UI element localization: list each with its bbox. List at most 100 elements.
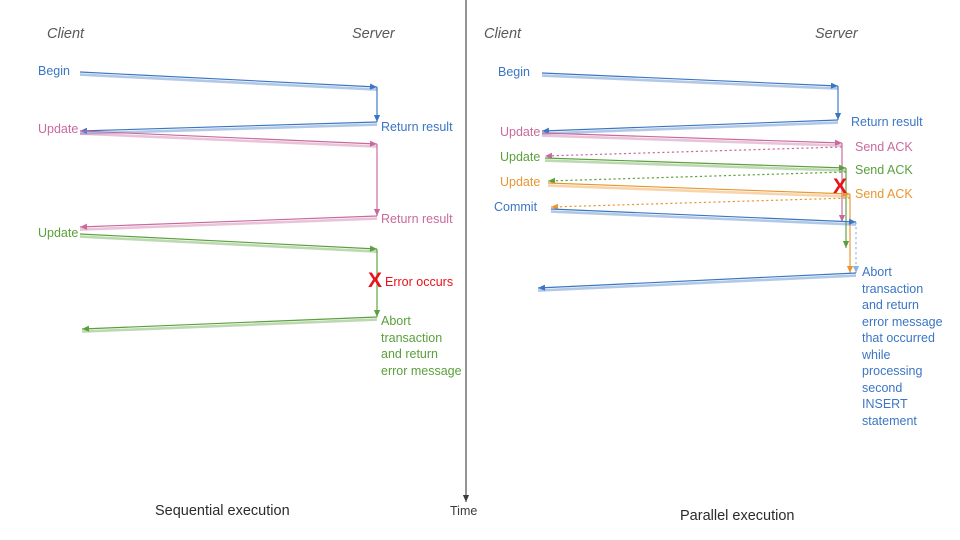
activation-activation-commit [852, 222, 860, 273]
lane-header-parallel-server: Server [815, 26, 858, 42]
message-label-parallel-update-3: Update [500, 175, 541, 189]
message-update-2 [79, 233, 378, 253]
message-return-result-1 [79, 121, 378, 135]
message-line-commit [550, 208, 857, 223]
message-label-parallel-send-ack-1: Send ACK [855, 140, 913, 154]
message-arrowhead-update-1 [369, 140, 377, 147]
activation-activation-update-2 [373, 249, 381, 317]
message-label-parallel-return-result: Return result [851, 115, 923, 129]
message-label-line: second [862, 380, 903, 395]
message-label-line: and return [862, 298, 919, 312]
message-label-sequential-return-result-2: Return result [381, 212, 453, 226]
activation-activation-begin [373, 87, 381, 122]
activation-arrowhead-activation-update-2 [373, 310, 381, 317]
activation-activation-update-1 [838, 143, 846, 222]
message-arrowhead-update-2 [369, 245, 377, 252]
message-halo-update-3 [547, 184, 851, 198]
message-label-line: transaction [381, 330, 443, 345]
message-halo-return-result-1 [79, 123, 378, 135]
activation-activation-update-3 [846, 194, 854, 273]
activation-activation-begin [834, 86, 842, 120]
message-update-1 [79, 130, 378, 148]
message-begin [79, 71, 378, 91]
message-arrowhead-send-ack-2 [548, 177, 556, 184]
message-label-parallel-begin: Begin [498, 65, 530, 79]
message-line-return-result-2 [79, 215, 378, 228]
message-update-1 [541, 132, 843, 147]
message-return-result-2 [79, 215, 378, 231]
message-line-update-2 [79, 233, 378, 250]
message-label-sequential-update-2: Update [38, 226, 79, 240]
message-arrowhead-update-1 [834, 139, 842, 146]
message-halo-abort-return [537, 274, 857, 292]
lane-header-sequential-client: Client [47, 26, 85, 42]
message-label-parallel-abort-return: Abort transaction and return error message t… [862, 264, 948, 429]
activation-arrowhead-activation-begin [834, 113, 842, 120]
message-line-update-1 [541, 132, 843, 144]
message-arrowhead-return-result-2 [80, 223, 88, 230]
panel-caption-sequential: Sequential execution [155, 503, 290, 519]
message-halo-update-2 [79, 235, 378, 253]
time-axis-label: Time [450, 504, 478, 518]
error-mark-parallel-error-occurs: X [833, 175, 848, 198]
time-axis [462, 0, 470, 502]
message-label-parallel-commit: Commit [494, 200, 538, 214]
message-label-line: processing [862, 364, 923, 378]
message-arrowhead-abort-return [82, 325, 90, 332]
message-label-parallel-update-1: Update [500, 125, 541, 139]
activation-arrowhead-activation-update-1 [373, 209, 381, 216]
message-update-2 [544, 157, 847, 172]
message-arrowhead-update-3 [842, 190, 850, 197]
message-label-line: Abort [381, 314, 411, 328]
activation-arrowhead-activation-update-2 [842, 241, 850, 248]
error-label-sequential-error-occurs: Error occurs [385, 275, 454, 289]
message-label-line: that occurred [862, 331, 935, 345]
activation-arrowhead-activation-begin [373, 115, 381, 122]
message-label-parallel-send-ack-2: Send ACK [855, 163, 913, 177]
message-update-3 [547, 182, 851, 198]
activation-arrowhead-activation-commit [852, 266, 860, 273]
message-abort-return [537, 272, 857, 292]
message-arrowhead-commit [848, 218, 856, 225]
message-line-abort-return [81, 316, 378, 330]
lane-header-sequential-server: Server [352, 26, 395, 42]
message-label-line: transaction [862, 281, 924, 296]
activation-arrowhead-activation-update-1 [838, 215, 846, 222]
message-halo-update-1 [541, 134, 843, 147]
message-line-update-3 [547, 182, 851, 195]
message-halo-begin [79, 73, 378, 91]
message-label-sequential-return-result-1: Return result [381, 120, 453, 134]
message-label-line: error message [862, 314, 943, 329]
message-label-line: Abort [862, 265, 892, 279]
message-label-parallel-send-ack-3: Send ACK [855, 187, 913, 201]
message-arrowhead-abort-return [538, 284, 546, 291]
message-arrowhead-return-result [542, 127, 550, 134]
message-halo-update-2 [544, 159, 847, 172]
message-commit [550, 208, 857, 226]
message-line-begin [541, 72, 839, 87]
message-send-ack-2 [547, 171, 847, 184]
message-line-return-result-1 [79, 121, 378, 132]
message-label-sequential-begin: Begin [38, 64, 70, 78]
time-axis-arrowhead [462, 495, 470, 502]
message-label-parallel-update-2: Update [500, 150, 541, 164]
activation-activation-update-1 [373, 144, 381, 216]
message-label-line: while [862, 347, 891, 362]
message-begin [541, 72, 839, 90]
message-line-send-ack-2 [547, 171, 847, 182]
message-halo-abort-return [81, 318, 378, 333]
message-arrowhead-send-ack-3 [551, 203, 559, 210]
message-arrowhead-send-ack-1 [545, 152, 553, 159]
message-line-send-ack-3 [550, 197, 851, 208]
message-send-ack-1 [544, 146, 843, 159]
activation-activation-update-2 [842, 168, 850, 248]
message-arrowhead-begin [369, 83, 377, 90]
message-line-update-2 [544, 157, 847, 169]
message-halo-commit [550, 210, 857, 226]
message-label-line: INSERT [862, 397, 908, 411]
message-line-update-1 [79, 130, 378, 145]
message-line-send-ack-1 [544, 146, 843, 157]
